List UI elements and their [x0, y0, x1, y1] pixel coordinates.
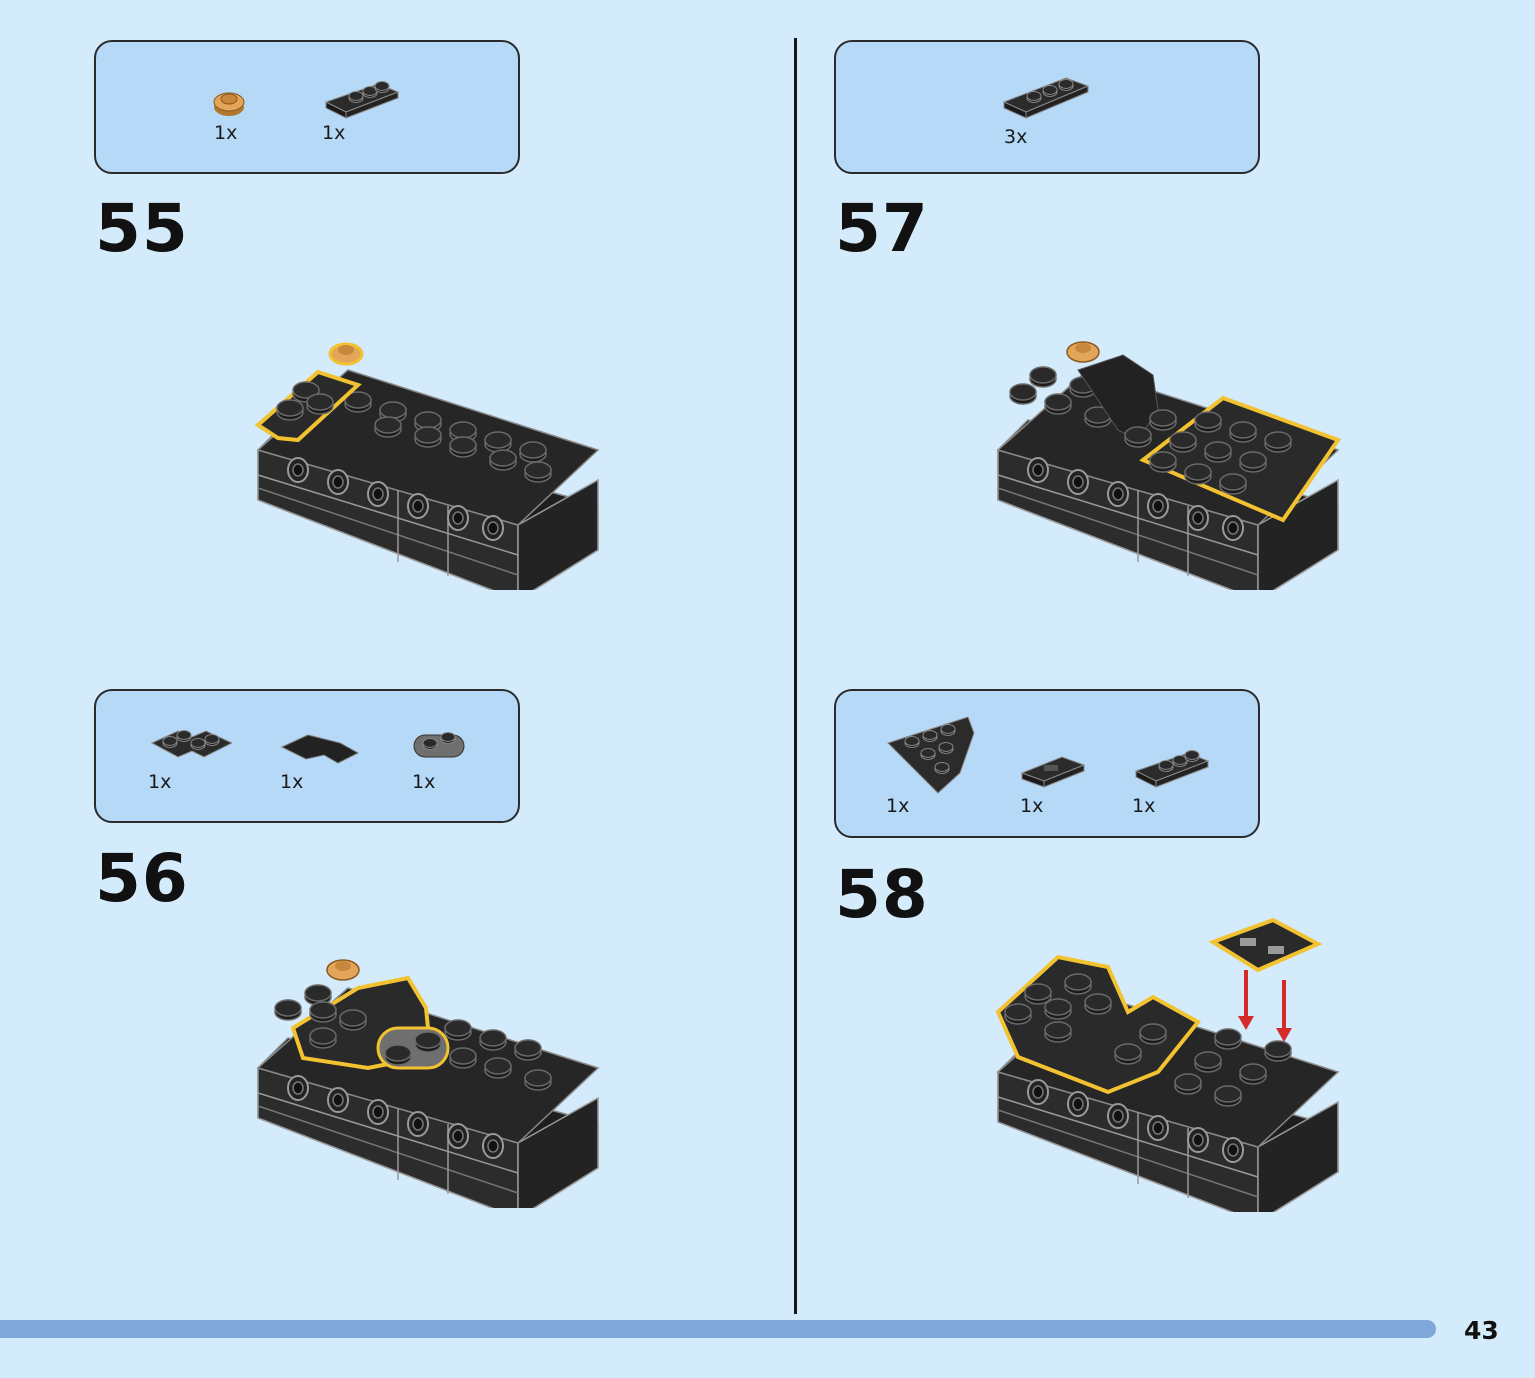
assembly-model-step-58	[995, 917, 1348, 1212]
part-quantity: 1x	[322, 122, 346, 144]
parts-callout-step-57: 3x	[834, 40, 1260, 174]
part-quantity: 1x	[412, 771, 436, 793]
assembly-model-step-56	[248, 959, 608, 1208]
black-wedge-tile-icon	[280, 734, 360, 764]
part-quantity: 1x	[148, 771, 172, 793]
part-quantity: 1x	[214, 122, 238, 144]
step-number: 55	[95, 190, 189, 267]
black-clip-plate-icon	[1134, 750, 1210, 788]
black-wedge-plate-icon	[887, 716, 975, 794]
part-quantity: 1x	[1132, 795, 1156, 817]
gold-round-plate-icon	[213, 92, 245, 116]
black-plate-1x3-icon	[1002, 77, 1090, 119]
page-number: 43	[1464, 1316, 1499, 1345]
parts-callout-step-55: 1x 1x	[94, 40, 520, 174]
step-number: 56	[95, 840, 189, 917]
step-number: 58	[835, 856, 929, 933]
part-quantity: 3x	[1004, 126, 1028, 148]
grey-round-plate-1x2-icon	[413, 732, 465, 758]
progress-bar	[0, 1320, 1436, 1338]
part-quantity: 1x	[1020, 795, 1044, 817]
part-quantity: 1x	[280, 771, 304, 793]
parts-callout-step-56: 1x 1x 1x	[94, 689, 520, 823]
black-jumper-tile-icon	[1020, 756, 1086, 788]
black-corner-plate-icon	[150, 730, 232, 758]
part-quantity: 1x	[886, 795, 910, 817]
parts-callout-step-58: 1x 1x 1x	[834, 689, 1260, 838]
column-divider	[794, 38, 797, 1314]
assembly-model-step-57	[988, 341, 1342, 590]
assembly-model-step-55	[254, 342, 608, 590]
step-number: 57	[835, 190, 929, 267]
black-clip-plate-icon	[324, 81, 400, 119]
